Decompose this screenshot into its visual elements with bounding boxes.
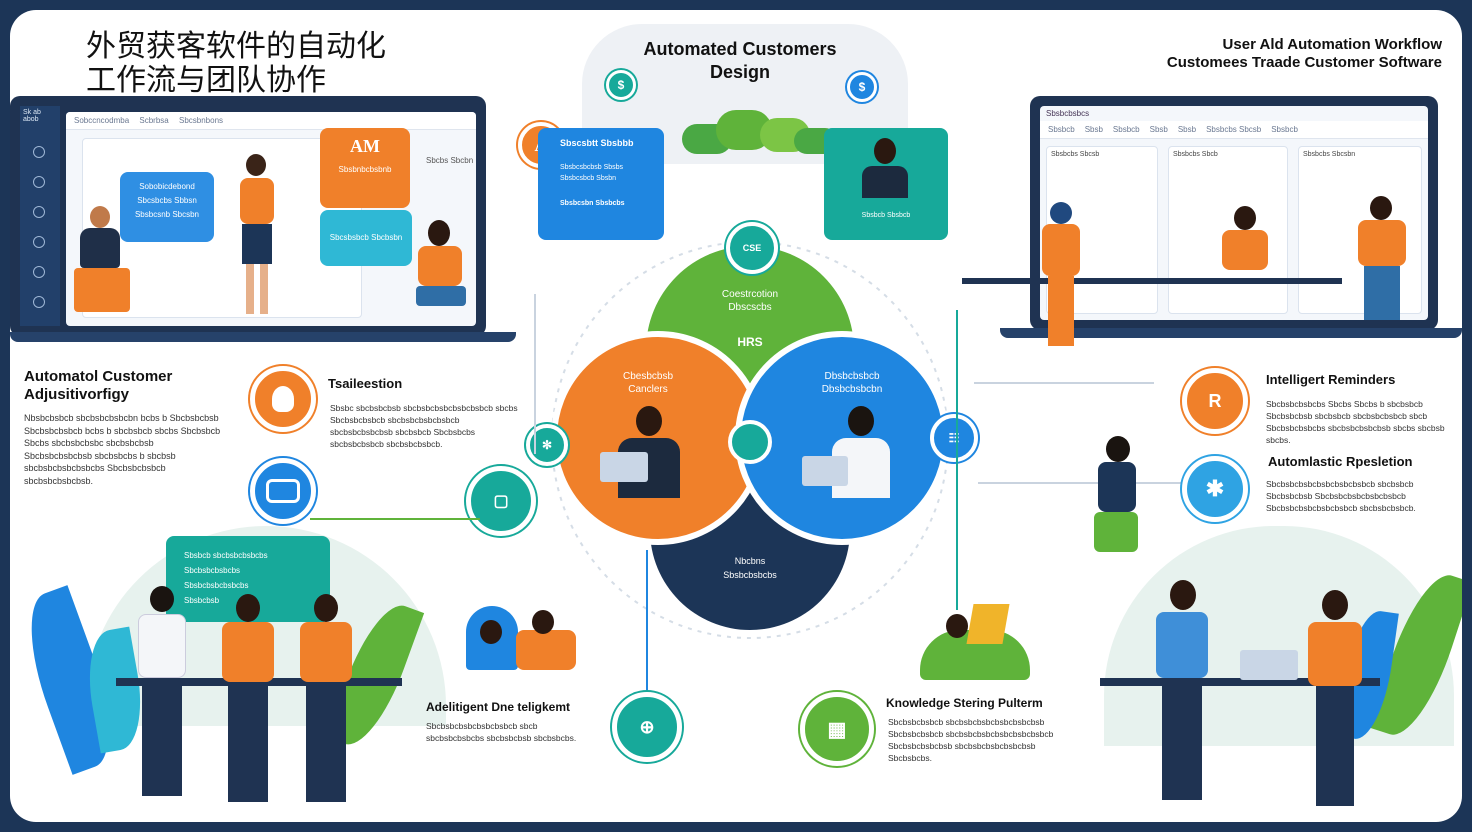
connector-line	[534, 294, 536, 454]
nav-item[interactable]: Sbsbcb	[1271, 125, 1298, 134]
venn-top-icon: CSE	[726, 222, 778, 274]
title-line-2: 工作流与团队协作	[86, 63, 326, 98]
sidebar-icon[interactable]	[33, 236, 45, 248]
venn-right-label: Dbsbcbsbcb Dbsbcbsbcbn	[821, 371, 883, 395]
sitting-person-right-1	[1216, 206, 1276, 316]
left-monitor-sidebar: Sk ab abob	[20, 106, 60, 326]
cloud-icon	[682, 106, 842, 156]
nav-item[interactable]: Sbsbcb	[1048, 125, 1075, 134]
left-monitor-base	[10, 332, 516, 342]
team-icon	[250, 458, 316, 524]
left-screen-tabs: Sobccncodmba Scbrbsa Sbcsbnbons	[66, 112, 476, 130]
venn-person-left	[600, 406, 696, 502]
nav-item[interactable]: Sbsbcb	[1112, 125, 1140, 134]
nav-item[interactable]: Sbsbcbs Sbcsb	[1206, 125, 1262, 134]
laptop	[1240, 650, 1298, 680]
title-line-1: 外贸获客软件的自动化	[86, 29, 386, 64]
right-desk	[962, 278, 1342, 284]
venn-left-label: Cbesbcbsb Canclers	[622, 371, 674, 395]
grid-icon: ▦	[800, 692, 874, 766]
top-center-title: Automated Customers Design	[643, 39, 837, 82]
team-person-3	[296, 594, 356, 810]
connector-line	[974, 382, 1154, 384]
right-monitor-base	[1000, 328, 1462, 338]
right-screen-title: Sbsbcbsbcs	[1046, 109, 1090, 118]
adelitight-body: Sbcbsbcbsbcbsbcbsbcb sbcb sbcbsbcbsbcbs …	[426, 721, 577, 743]
venn-top-label: Coestrcotion Dbscscbs HRS	[721, 289, 779, 349]
user-icon	[250, 366, 316, 432]
connector-line	[978, 482, 1188, 484]
agent-avatar	[860, 138, 910, 198]
dollar-icon-right: $	[847, 72, 877, 102]
repletion-body: Sbcbsbcbsbcbsbcbsbcbsbcb sbcbsbcb Sbcbsb…	[1266, 479, 1416, 513]
automation-icon: ✱	[1182, 456, 1248, 522]
knowledge-body: Sbcbsbcbsbcb sbcbsbcbsbcbsbcbsbcbsb Sbcb…	[888, 717, 1054, 763]
sidebar-icon[interactable]	[33, 176, 45, 188]
tsa-body: Sbsbc sbcbsbcbsb sbcbsbcbsbcbsbcbsbcb sb…	[330, 403, 518, 449]
automated-customer-body: Nbsbcbsbcb sbcbsbcbsbcbn bcbs b Sbcbsbcb…	[24, 413, 221, 486]
sitting-person-left	[68, 206, 138, 326]
tab[interactable]: Scbrbsa	[139, 116, 169, 125]
venn-center-node	[728, 420, 772, 464]
blue-info-card: Sobobicdebond Sbcsbcbs Sbbsn Sbsbcsnb Sb…	[120, 172, 214, 242]
left-monitor: Sk ab abob Sobccncodmba Scbrbsa Sbcsbnbo…	[10, 96, 486, 336]
right-desk-bottom	[1100, 678, 1380, 686]
venn-right-node-icon: ☷	[930, 414, 978, 462]
teal-card: Sbcsbsbcb Sbcbsbn	[320, 210, 412, 266]
sales-card: Sbscsbtt Sbsbbb Sbsbcsbcbsb Sbsbs Sbsbcs…	[538, 128, 664, 240]
sidebar-icon[interactable]	[33, 266, 45, 278]
side-label: Sbcbs Sbcbn	[426, 156, 474, 165]
adelitight-heading: Adelitigent Dne teligkemt	[426, 700, 571, 714]
sidebar-title: Sk ab abob	[23, 109, 41, 123]
am-card-title: AM	[350, 136, 380, 156]
connector-line	[310, 518, 480, 520]
reminders-heading: Intelligert Reminders	[1266, 372, 1396, 387]
sitting-person-right-2	[1354, 196, 1414, 326]
standing-person-middle-right	[1088, 436, 1148, 556]
tab[interactable]: Sbcsbnbons	[178, 116, 224, 125]
top-right-heading: User Ald Automation Workflow Customees T…	[1166, 36, 1442, 71]
reminders-body: Sbcbsbcbsbcbs Sbcbs Sbcbs b sbcbsbcb Sbc…	[1266, 399, 1445, 445]
sidebar-icon[interactable]	[33, 206, 45, 218]
standing-person-right	[1036, 202, 1086, 352]
venn-bottom-label: Nbcbns Sbsbcbsbcbs	[723, 556, 777, 580]
small-group-people	[458, 598, 588, 678]
sidebar-icon[interactable]	[33, 146, 45, 158]
reminder-icon: R	[1182, 368, 1248, 434]
standing-person-presenter	[232, 154, 282, 324]
automated-customer-heading: Automatol Customer Adjusitivorfigy	[24, 368, 173, 403]
nav-item[interactable]: Sbsb	[1149, 125, 1168, 134]
right-screen-nav: Sbsbcb Sbsb Sbsbcb Sbsb Sbsb Sbsbcbs Sbc…	[1040, 121, 1428, 139]
team-person-2	[218, 594, 278, 810]
sitting-person-laptop	[410, 220, 470, 330]
infographic-frame: 外贸获客软件的自动化 工作流与团队协作 Automated Customers …	[10, 10, 1462, 822]
tab[interactable]: Sobccncodmba	[74, 116, 130, 125]
nav-item[interactable]: Sbsb	[1177, 125, 1197, 134]
right-monitor-screen: Sbsbcbsbcs Sbsbcb Sbsb Sbsbcb Sbsb Sbsb …	[1040, 106, 1428, 320]
knowledge-heading: Knowledge Stering Pulterm	[886, 696, 1043, 710]
reading-person	[910, 600, 1030, 690]
connector-line	[956, 310, 958, 610]
sidebar-icon[interactable]	[33, 296, 45, 308]
lock-icon: ⊕	[612, 692, 682, 762]
connector-line	[646, 550, 648, 710]
team-person-right-2	[1304, 590, 1366, 808]
dollar-icon: $	[606, 70, 636, 100]
team-person-right-1	[1150, 580, 1214, 808]
venn-person-right	[802, 406, 912, 502]
am-card: AM Sbsbnbcbsbnb	[320, 128, 410, 208]
page-title: 外贸获客软件的自动化 工作流与团队协作	[86, 30, 386, 98]
tsa-heading: Tsaileestion	[328, 376, 403, 391]
agent-card: Sbsbcb Sbsbcb	[824, 128, 948, 240]
repletion-heading: Automlastic Rpesletion	[1268, 454, 1413, 469]
team-person-1	[132, 586, 192, 806]
nav-item[interactable]: Sbsb	[1084, 125, 1103, 134]
chat-node-icon: ▢	[466, 466, 536, 536]
venn-left-node-icon: ✻	[526, 424, 568, 466]
